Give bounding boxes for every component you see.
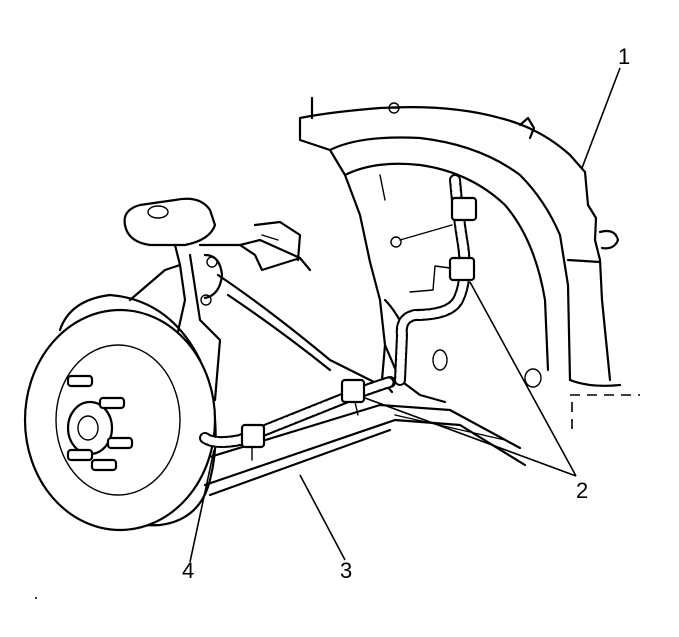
upper-wheel-speed-sensor-harness xyxy=(390,174,478,386)
lower-wheel-speed-sensor-harness xyxy=(199,376,396,461)
leader-4 xyxy=(189,449,215,563)
leader-2b xyxy=(364,397,577,477)
leader-3 xyxy=(299,474,346,561)
suspension-knuckle-and-arm xyxy=(123,197,382,402)
scan-speck xyxy=(35,597,37,599)
callout-leaders xyxy=(189,67,621,563)
callout-1-label: 1 xyxy=(618,44,630,69)
callout-4-label: 4 xyxy=(182,558,194,583)
callout-2-label: 2 xyxy=(576,478,588,503)
wheel-well-shield xyxy=(298,96,640,430)
brake-rotor-hub xyxy=(23,293,217,532)
leader-1 xyxy=(581,67,621,169)
lower-control-arm xyxy=(198,403,527,497)
leader-2a xyxy=(469,281,577,477)
lug-studs xyxy=(66,374,134,472)
callout-3-label: 3 xyxy=(340,558,352,583)
